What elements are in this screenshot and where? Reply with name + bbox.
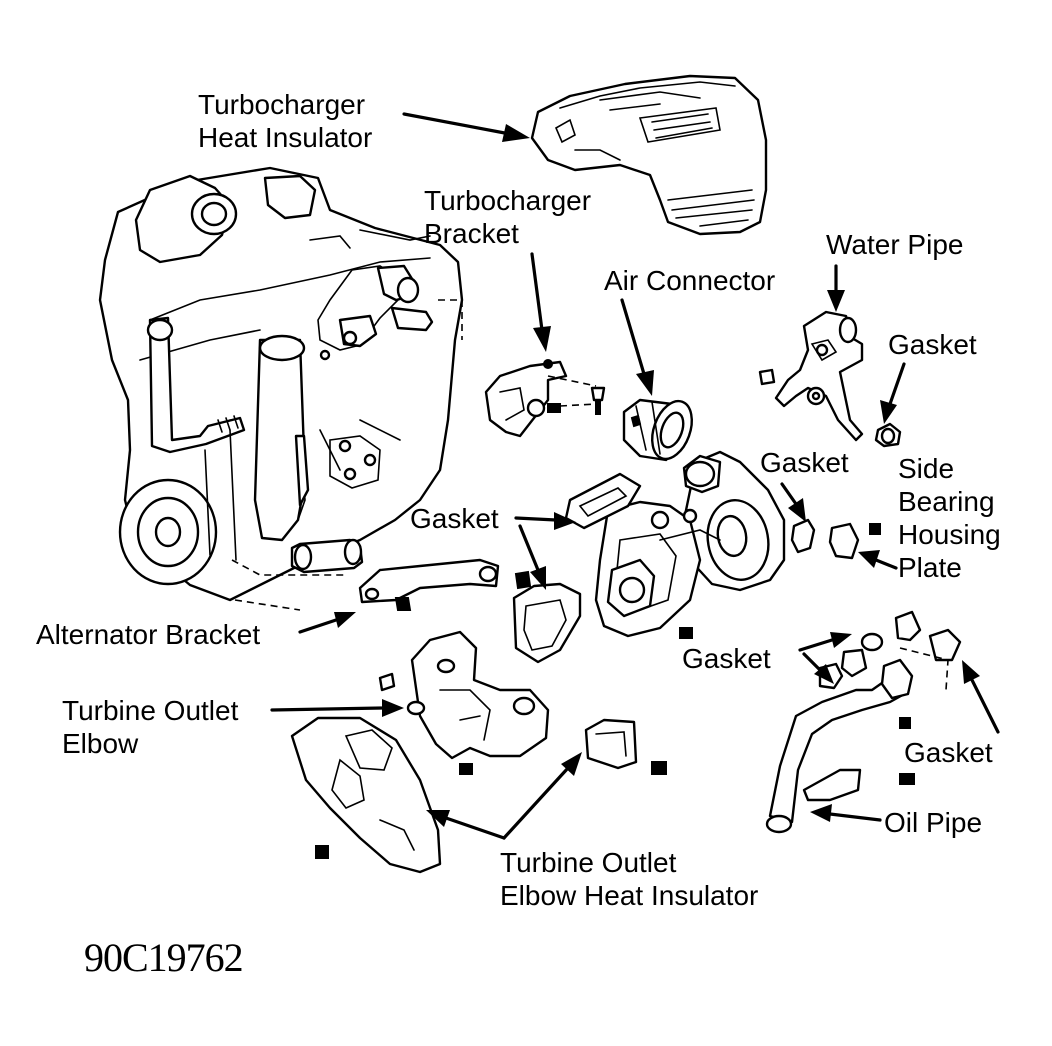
label-turbocharger-bracket: Turbocharger Bracket	[424, 184, 591, 250]
label-air-connector: Air Connector	[604, 265, 776, 296]
label-turbine-outlet-elbow: Turbine Outlet Elbow	[62, 694, 238, 760]
figure-code: 90C19762	[84, 935, 244, 980]
turbocharger-bracket	[484, 359, 606, 438]
label-turbocharger-heat-insulator: Turbocharger Heat Insulator	[198, 88, 372, 154]
label-line: Housing	[898, 519, 1001, 550]
label-line: Turbocharger	[424, 185, 592, 216]
label-gasket-oil-pipe: Gasket	[682, 643, 771, 674]
turbocharger-heat-insulator	[530, 74, 768, 236]
label-line: Turbine Outlet	[62, 695, 239, 726]
alternator-bracket	[358, 558, 500, 611]
turbine-outlet-elbow-heat-insulator	[290, 716, 667, 874]
label-gasket-oil-union: Gasket	[904, 737, 993, 768]
label-line: Side	[898, 453, 955, 484]
engine-block	[98, 166, 464, 611]
turbocharger	[514, 450, 786, 639]
label-alternator-bracket: Alternator Bracket	[36, 619, 261, 650]
label-gasket-water-pipe: Gasket	[888, 329, 977, 360]
leader-arrows	[270, 112, 1000, 840]
label-water-pipe: Water Pipe	[826, 229, 964, 260]
label-gasket-side-plate: Gasket	[760, 447, 849, 478]
label-line: Heat Insulator	[198, 122, 373, 153]
water-pipe	[758, 310, 902, 448]
oil-pipe	[765, 610, 962, 834]
turbine-gaskets	[512, 472, 642, 664]
label-side-bearing-housing-plate: Side Bearing Housing Plate	[898, 452, 1001, 584]
label-line: Elbow	[62, 728, 139, 759]
label-line: Turbocharger	[198, 89, 366, 120]
label-turbine-outlet-elbow-heat-insulator: Turbine Outlet Elbow Heat Insulator	[500, 846, 758, 912]
label-gasket-turbine: Gasket	[410, 503, 499, 534]
air-connector	[622, 398, 693, 462]
turbine-outlet-elbow	[378, 630, 550, 775]
side-bearing-housing-plate	[790, 518, 881, 560]
label-oil-pipe: Oil Pipe	[884, 807, 983, 838]
label-line: Elbow Heat Insulator	[500, 880, 759, 911]
label-line: Plate	[898, 552, 962, 583]
label-line: Turbine Outlet	[500, 847, 677, 878]
label-line: Bearing	[898, 486, 995, 517]
label-line: Bracket	[424, 218, 519, 249]
